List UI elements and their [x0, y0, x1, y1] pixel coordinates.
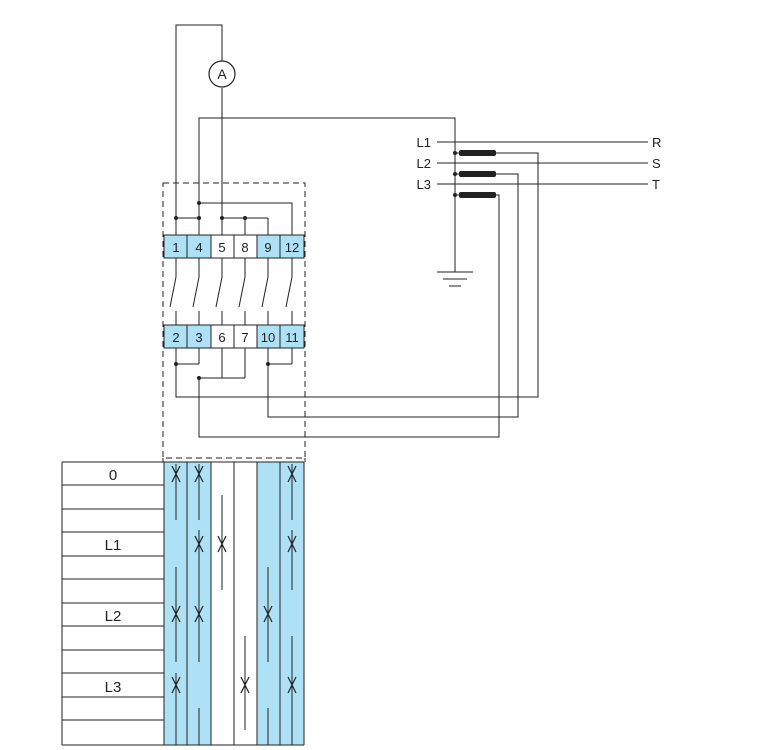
- terminal-5: 5: [218, 240, 225, 255]
- current-transformers: [453, 150, 496, 198]
- position-l2: L2: [105, 608, 122, 625]
- terminal-2: 2: [172, 330, 179, 345]
- terminal-6: 6: [218, 330, 225, 345]
- junction-dots: [174, 201, 270, 380]
- bottom-wiring: [175, 152, 539, 438]
- terminal-9: 9: [264, 240, 271, 255]
- terminal-10: 10: [261, 330, 275, 345]
- terminal-12: 12: [285, 240, 299, 255]
- ammeter: A: [208, 60, 236, 88]
- line-label-r: R: [652, 135, 661, 150]
- switch-contacts: [169, 258, 293, 325]
- line-label-t: T: [652, 177, 660, 192]
- terminal-strip-bottom: 2 3 6 7 10 11: [163, 324, 305, 349]
- line-label-l3: L3: [417, 177, 431, 192]
- switch-enclosure: [162, 182, 306, 459]
- line-label-s: S: [652, 156, 661, 171]
- phase-lines: [437, 141, 648, 196]
- position-l1: L1: [105, 537, 122, 554]
- terminal-4: 4: [195, 240, 202, 255]
- terminal-strip-top: 1 4 5 8 9 12: [163, 234, 305, 259]
- terminal-7: 7: [241, 330, 248, 345]
- ground-icon: [437, 271, 473, 287]
- position-table: 0 L1 L2 L3: [61, 461, 305, 746]
- l1-feed-wire: [198, 117, 456, 218]
- terminal-8: 8: [241, 240, 248, 255]
- line-label-l1: L1: [417, 135, 431, 150]
- ammeter-wire: [175, 24, 223, 218]
- line-label-l2: L2: [417, 156, 431, 171]
- position-0: 0: [109, 467, 117, 484]
- ammeter-symbol: A: [217, 66, 227, 82]
- terminal-1: 1: [172, 240, 179, 255]
- terminal-11: 11: [285, 330, 299, 345]
- terminal-3: 3: [195, 330, 202, 345]
- position-l3: L3: [105, 679, 122, 696]
